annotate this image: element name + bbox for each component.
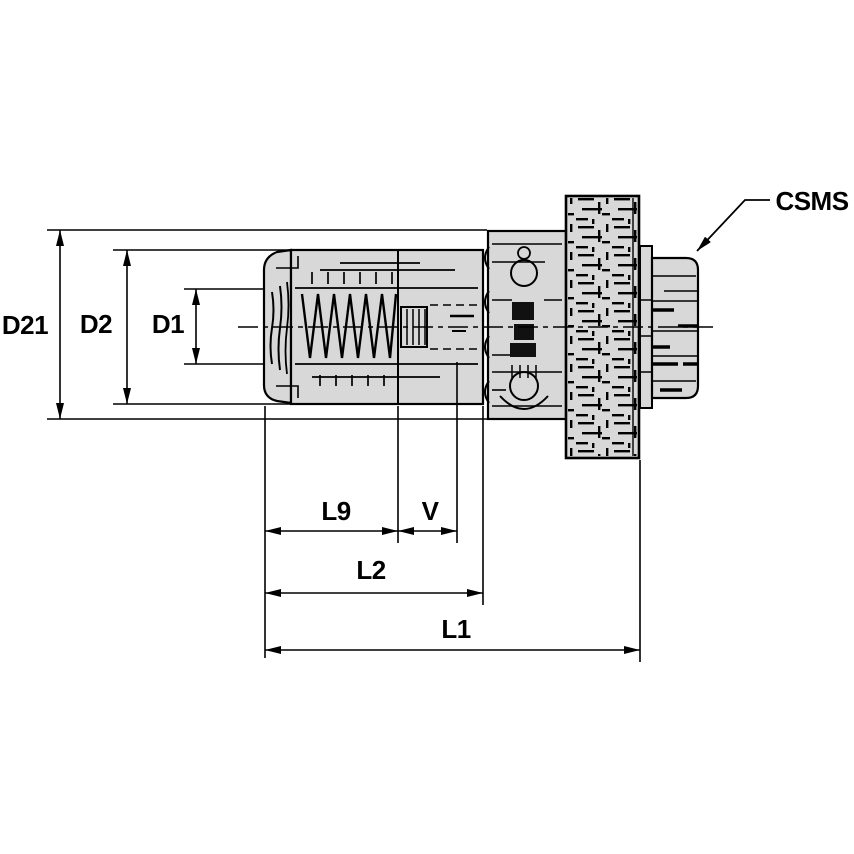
dim-label-l1: L1 <box>441 614 471 644</box>
dim-label-l9: L9 <box>321 496 351 526</box>
dim-label-d1: D1 <box>151 309 185 339</box>
internal-collet-detail <box>295 262 478 386</box>
dimension-lines <box>47 199 770 662</box>
shank-section <box>650 256 700 400</box>
dim-label-d21: D21 <box>1 310 49 340</box>
dim-label-v: V <box>421 496 439 526</box>
callout-label-csms: CSMS <box>775 186 849 216</box>
spring-zigzag <box>300 293 398 359</box>
ball-ring-section <box>484 229 568 421</box>
dim-label-d2: D2 <box>79 309 113 339</box>
dim-label-l2: L2 <box>356 555 386 585</box>
tool-holder-part <box>238 194 718 460</box>
csms-leader-line <box>696 199 770 252</box>
